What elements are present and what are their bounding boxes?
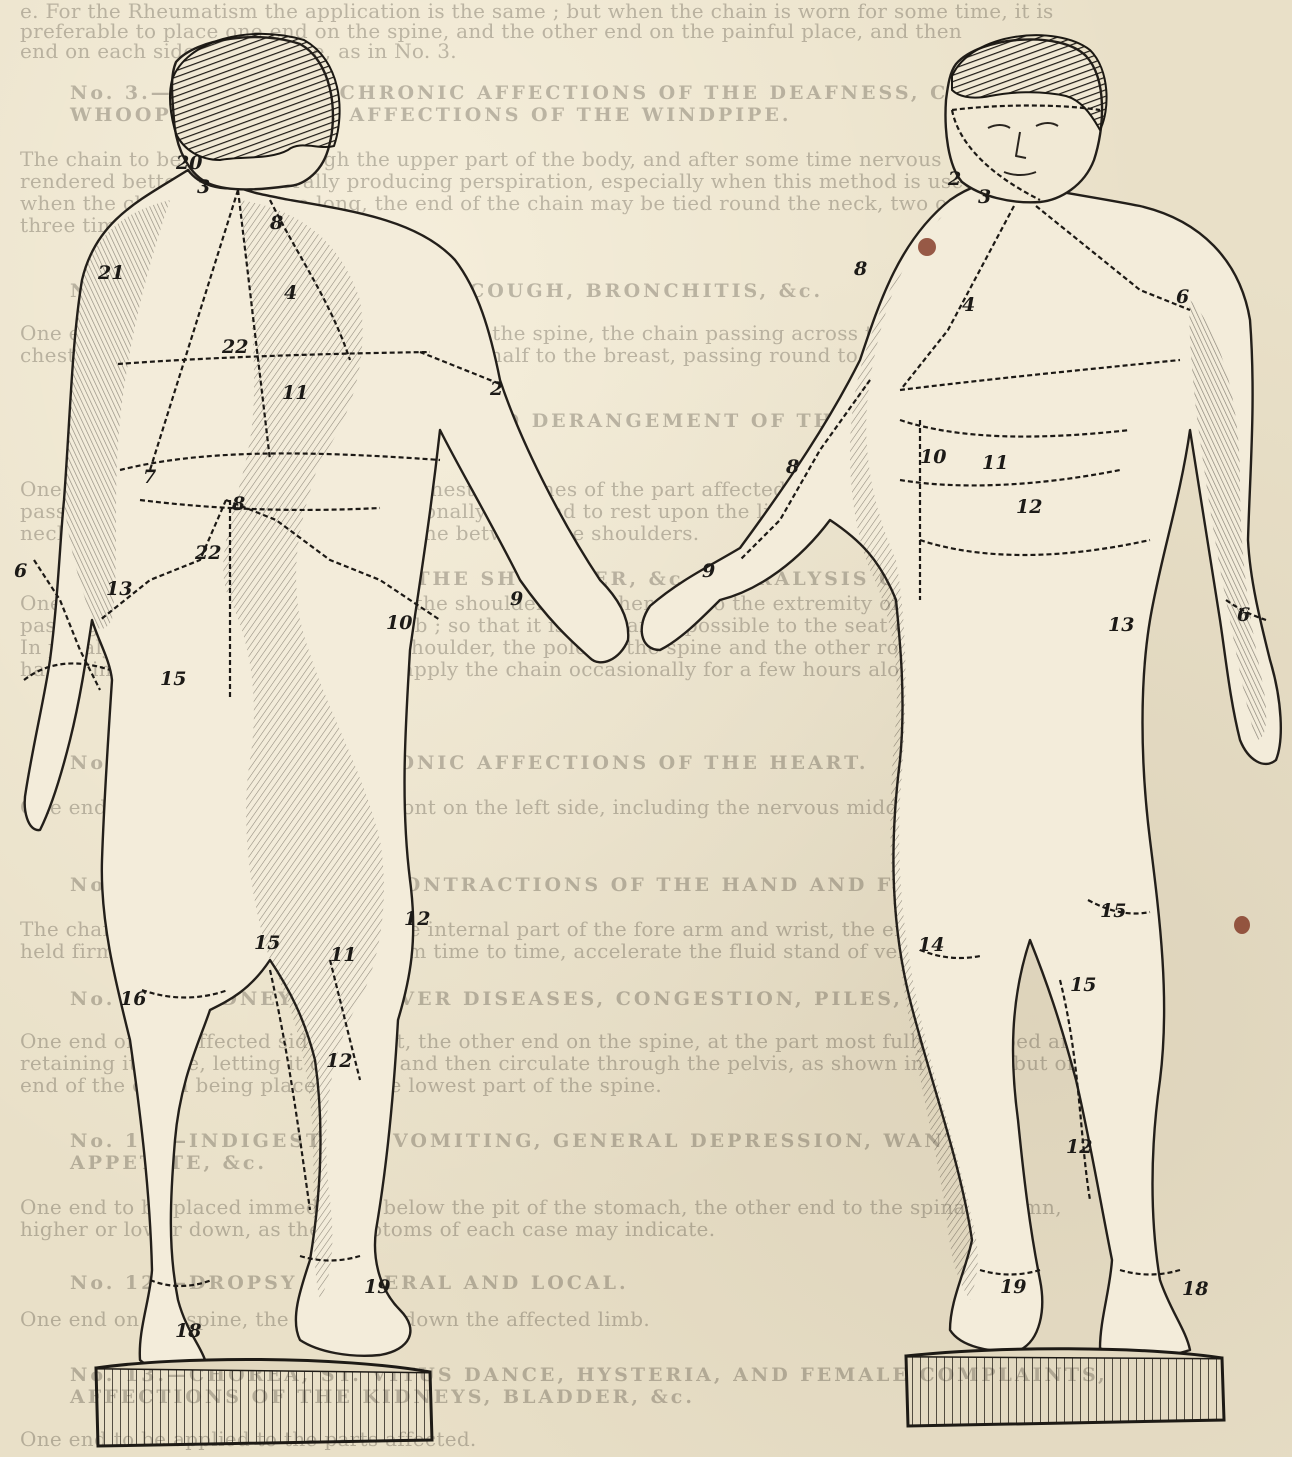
back-point-number: 7 (143, 466, 156, 488)
front-point-number: 15 (1070, 974, 1096, 996)
back-point-number: 4 (284, 282, 297, 304)
back-point-number: 21 (98, 262, 124, 284)
front-point-number: 8 (786, 456, 799, 478)
back-point-number: 18 (175, 1320, 201, 1342)
back-point-number: 20 (176, 152, 202, 174)
front-point-number: 19 (1000, 1276, 1026, 1298)
back-point-number: 15 (160, 668, 186, 690)
back-point-number: 16 (120, 988, 146, 1010)
front-point-number: 9 (702, 560, 715, 582)
back-point-number: 12 (404, 908, 430, 930)
back-point-number: 9 (510, 588, 523, 610)
front-point-number: 12 (1016, 496, 1042, 518)
ink-stain (1234, 916, 1250, 934)
front-point-number: 3 (978, 186, 991, 208)
ink-stain (918, 238, 936, 256)
front-point-number: 10 (920, 446, 946, 468)
back-point-number: 8 (232, 493, 245, 515)
back-point-number: 8 (270, 212, 283, 234)
back-point-number: 15 (254, 932, 280, 954)
front-view-figure (642, 35, 1281, 1357)
back-point-number: 11 (330, 944, 356, 966)
front-point-number: 13 (1108, 614, 1134, 636)
front-point-number: 11 (982, 452, 1008, 474)
front-point-number: 15 (1100, 900, 1126, 922)
back-point-number: 6 (14, 560, 27, 582)
front-point-number: 12 (1066, 1136, 1092, 1158)
front-point-number: 6 (1176, 286, 1189, 308)
back-point-number: 10 (386, 612, 412, 634)
back-point-number: 22 (195, 542, 221, 564)
back-point-number: 13 (106, 578, 132, 600)
back-point-number: 3 (197, 176, 210, 198)
back-point-number: 2 (490, 378, 503, 400)
front-point-number: 6 (1237, 604, 1250, 626)
front-point-number: 2 (948, 168, 961, 190)
front-point-number: 18 (1182, 1278, 1208, 1300)
back-figure-hair (170, 34, 340, 160)
front-point-number: 8 (854, 258, 867, 280)
back-view-figure (24, 34, 628, 1368)
back-point-number: 12 (326, 1050, 352, 1072)
front-point-number: 14 (918, 934, 944, 956)
front-point-number: 4 (962, 294, 975, 316)
back-point-number: 19 (364, 1276, 390, 1298)
front-figure-pedestal (906, 1349, 1224, 1426)
back-point-number: 22 (222, 336, 248, 358)
back-point-number: 11 (282, 382, 308, 404)
back-figure-pedestal (96, 1359, 432, 1446)
